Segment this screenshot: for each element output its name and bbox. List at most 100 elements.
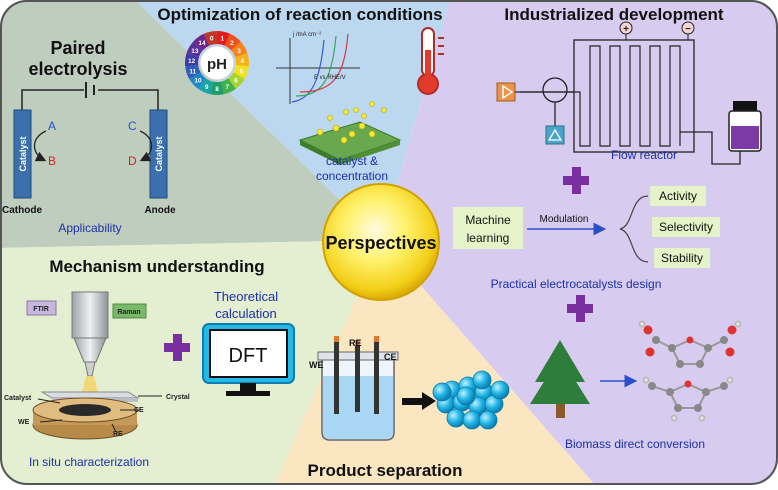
particle xyxy=(446,408,466,428)
ph-segment xyxy=(185,64,201,79)
fdca-molecule-icon xyxy=(638,320,742,368)
ph-segment xyxy=(220,78,236,95)
plus-icon-right-v xyxy=(576,295,585,322)
anode-reaction-arrow xyxy=(139,130,153,162)
ph-segment xyxy=(203,31,217,46)
particle xyxy=(472,370,492,390)
activity-box xyxy=(650,186,706,206)
separation-title: Product separation xyxy=(308,461,463,480)
ph-number: 12 xyxy=(188,58,196,65)
plus-icons xyxy=(164,167,593,361)
thermometer-icon xyxy=(417,27,444,95)
design-label: Practical electrocatalysts design xyxy=(491,277,662,291)
ph-segment xyxy=(233,64,249,79)
ce-cell-label: CE xyxy=(134,407,144,414)
ph-segment xyxy=(210,81,224,95)
crystal-label: Crystal xyxy=(166,394,190,401)
graph-x-label: E vs RHE/V xyxy=(314,75,346,81)
electrolysis-beaker-icon xyxy=(317,336,399,441)
catalyst-caption-1: catalyst & xyxy=(326,154,378,168)
ph-number: 10 xyxy=(194,78,202,85)
ph-segment xyxy=(193,33,210,51)
re-cell-label: RE xyxy=(113,431,123,438)
negative-terminal: − xyxy=(685,24,691,35)
species-a: A xyxy=(48,119,56,133)
biomass-label: Biomass direct conversion xyxy=(565,437,705,451)
ph-number: 7 xyxy=(226,84,230,91)
positive-terminal: + xyxy=(623,24,629,35)
industrial-title: Industrialized development xyxy=(504,5,723,24)
ph-segment xyxy=(198,78,214,95)
tree-icon xyxy=(530,340,590,418)
ph-number: 6 xyxy=(234,78,238,85)
selectivity-box xyxy=(652,217,720,237)
ph-label: pH xyxy=(207,56,227,73)
flow-reactor-icon: + − xyxy=(496,21,762,165)
ph-number: 8 xyxy=(215,86,219,93)
paired-title-2: electrolysis xyxy=(28,59,127,79)
machine-learning-box xyxy=(453,207,523,249)
flow-reactor-label: Flow reactor xyxy=(611,148,677,162)
re-beaker-label: RE xyxy=(349,338,362,348)
particle xyxy=(478,410,498,430)
mechanism-title: Mechanism understanding xyxy=(49,257,264,276)
theory-label-2: calculation xyxy=(215,306,276,321)
ph-segment xyxy=(224,33,241,51)
species-b: B xyxy=(48,154,56,168)
modulation-label: Modulation xyxy=(540,214,589,225)
insitu-cell-icon xyxy=(32,397,140,440)
species-d: D xyxy=(128,154,137,168)
dft-label: DFT xyxy=(229,345,268,367)
plus-icon-top-v xyxy=(572,167,581,194)
ph-segment xyxy=(186,41,203,58)
center-label: Perspectives xyxy=(325,233,436,253)
product-particles-icon xyxy=(432,370,510,430)
ph-number: 4 xyxy=(241,58,245,65)
catalyst-right-label: Catalyst xyxy=(154,136,164,171)
catalyst-surface-icon xyxy=(298,101,402,165)
catalyst-cell-label: Catalyst xyxy=(4,395,32,402)
ftir-tag xyxy=(26,300,57,316)
catalyst-left-label: Catalyst xyxy=(18,136,28,171)
paired-sector xyxy=(0,0,381,248)
stability-label: Stability xyxy=(661,251,703,265)
anode-label: Anode xyxy=(144,205,176,216)
ph-number: 14 xyxy=(198,40,206,47)
ph-number: 2 xyxy=(230,40,234,47)
dmf-molecule-icon xyxy=(642,376,734,422)
stability-box xyxy=(654,248,710,268)
particle xyxy=(462,410,482,430)
cathode-electrode xyxy=(13,109,32,199)
ml-label-1: Machine xyxy=(465,213,511,227)
paired-title-1: Paired xyxy=(50,38,105,58)
ph-segment xyxy=(189,72,206,89)
ph-segment xyxy=(185,53,199,67)
applicability-label: Applicability xyxy=(58,221,121,235)
particle xyxy=(490,380,510,400)
optimization-title: Optimization of reaction conditions xyxy=(157,5,442,24)
polarization-curve-icon: j /mA cm⁻² E vs RHE/V xyxy=(276,32,360,104)
ph-segment xyxy=(217,31,231,46)
paired-circuit xyxy=(21,82,159,110)
plus-icon-left-v xyxy=(173,334,182,361)
raman-label: Raman xyxy=(117,309,140,316)
cathode-label: Cathode xyxy=(2,205,42,216)
insitu-caption: In situ characterization xyxy=(29,455,149,469)
ph-number: 9 xyxy=(205,84,209,91)
particle xyxy=(432,382,452,402)
ph-number: 11 xyxy=(189,68,196,75)
bracket xyxy=(619,195,649,263)
raman-tag xyxy=(112,303,147,319)
center-sun xyxy=(322,183,440,301)
activity-label: Activity xyxy=(659,189,697,203)
ftir-label: FTIR xyxy=(33,306,49,313)
ph-number: 0 xyxy=(210,36,214,43)
monitor-icon xyxy=(202,323,295,396)
ml-label-2: learning xyxy=(467,231,510,245)
right-arrow-icon xyxy=(402,392,436,410)
graph-y-label: j /mA cm⁻² xyxy=(292,32,321,38)
